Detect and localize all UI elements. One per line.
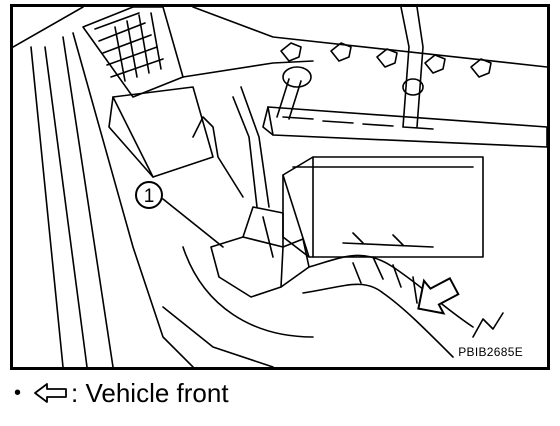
figure-code: PBIB2685E — [456, 345, 525, 359]
hollow-left-arrow-icon — [34, 383, 67, 403]
callout-1: 1 — [135, 181, 163, 209]
legend-bullet: • — [14, 381, 22, 404]
figure-frame: 1 PBIB2685E — [10, 4, 550, 370]
hollow-left-arrow-icon — [417, 276, 460, 315]
callout-1-label: 1 — [144, 186, 155, 207]
engine-bay-illustration: 1 — [13, 7, 547, 367]
legend-caption: • : Vehicle front — [14, 378, 229, 408]
legend-text: : Vehicle front — [71, 377, 229, 408]
